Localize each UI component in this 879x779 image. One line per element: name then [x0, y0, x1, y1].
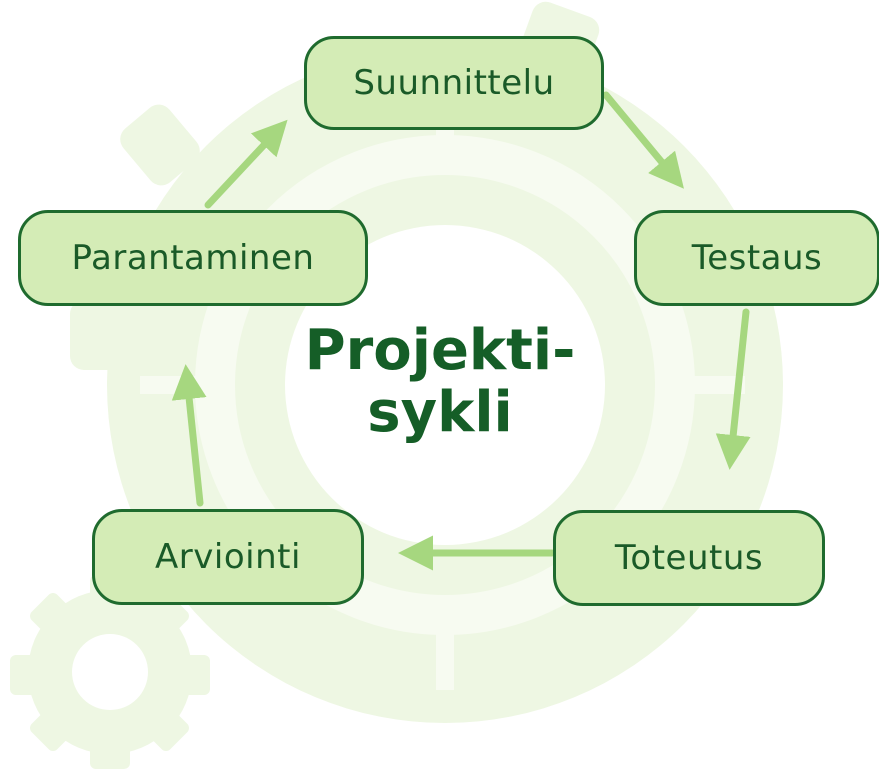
gear-hub: [285, 225, 605, 545]
arrow-suunnittelu-to-testaus: [602, 91, 684, 189]
node-toteutus: Toteutus: [553, 510, 825, 606]
center-title-line2: sykli: [367, 380, 513, 445]
node-parantaminen: Parantaminen: [18, 210, 368, 306]
center-title: Projekti- sykli: [290, 320, 590, 444]
arrow-testaus-to-toteutus: [715, 308, 751, 470]
arrow-parantaminen-to-suunnittelu: [204, 119, 288, 209]
node-testaus: Testaus: [634, 210, 879, 306]
arrow-arviointi-to-parantaminen: [171, 364, 207, 507]
node-suunnittelu: Suunnittelu: [304, 36, 604, 130]
center-title-line1: Projekti-: [304, 318, 576, 383]
node-arviointi: Arviointi: [92, 509, 364, 605]
